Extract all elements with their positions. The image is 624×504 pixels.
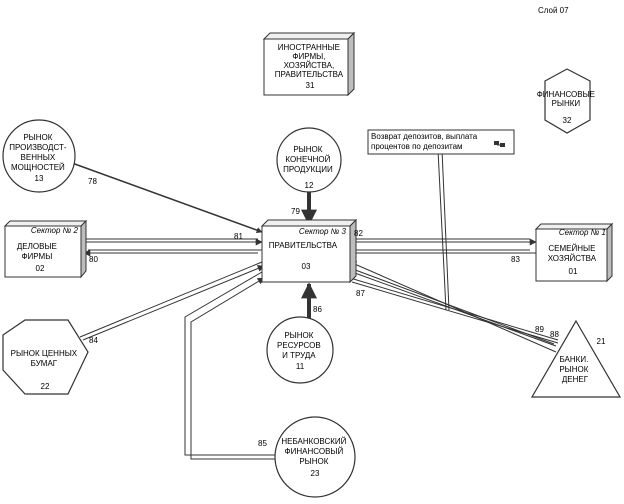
link-icon [494, 141, 505, 147]
flow-label-83: 83 [511, 255, 520, 264]
svg-text:Сектор № 3: Сектор № 3 [299, 227, 347, 236]
node-government: Сектор № 3 ПРАВИТЕЛЬСТВА 03 [260, 218, 358, 284]
svg-text:ФИНАНСОВЫЕ РЫНКИ 3: ФИНАНСОВЫЕ РЫНКИ 32 [537, 90, 598, 125]
foreign-label: ИНОСТРАННЫЕ ФИРМЫ, ХОЗЯЙСТВА, ПРАВИТЕЛЬС… [275, 43, 346, 90]
node-capacity-market: РЫНОК ПРОИЗВОДСТ- ВЕННЫХ МОЩНОСТЕЙ 13 [2, 119, 76, 193]
flow-label-80: 80 [89, 255, 98, 264]
layer-label: Слой 07 [538, 6, 569, 15]
flow-arrow-85-a [184, 271, 290, 456]
node-final-product-market: РЫНОК КОНЕЧНОЙ ПРОДУКЦИИ 12 [276, 127, 342, 193]
svg-text:РЫНОК КОНЕЧНОЙ ПРО: РЫНОК КОНЕЧНОЙ ПРОДУКЦИИ 12 [283, 145, 335, 190]
node-foreign-firms: ИНОСТРАННЫЕ ФИРМЫ, ХОЗЯЙСТВА, ПРАВИТЕЛЬС… [262, 31, 356, 97]
flow-labels: 78 79 81 80 82 83 84 86 87 89 88 85 [88, 177, 559, 448]
svg-text:СЕМЕЙНЫЕ ХОЗЯЙСТВА: СЕМЕЙНЫЕ ХОЗЯЙСТВА 01 [548, 244, 599, 276]
node-securities-market: РЫНОК ЦЕННЫХ БУМАГ 22 [2, 319, 89, 395]
flow-lines [71, 149, 559, 460]
svg-text:Сектор № 1: Сектор № 1 [559, 228, 606, 237]
flow-label-86: 86 [313, 305, 322, 314]
svg-text:РЫНОК ПРОИЗВОДСТ-: РЫНОК ПРОИЗВОДСТ- ВЕННЫХ МОЩНОСТЕЙ 13 [9, 133, 69, 183]
flow-arrow-78 [71, 162, 263, 233]
node-banks-money-market: 21 БАНКИ. РЫНОК ДЕНЕГ [530, 319, 622, 398]
node-nonbank-financial-market: НЕБАНКОВСКИЙ ФИНАНСОВЫЙ РЫНОК 23 [274, 416, 356, 498]
node-business-firms: Сектор № 2 ДЕЛОВЫЕ ФИРМЫ 02 [3, 219, 88, 279]
flow-label-89: 89 [535, 325, 544, 334]
flow-arrow-84-a [79, 261, 263, 338]
svg-text:БАНКИ. РЫНОК ДЕНЕГ: БАНКИ. РЫНОК ДЕНЕГ [559, 355, 590, 384]
flow-label-81: 81 [234, 232, 243, 241]
flow-arrow-84-b [82, 265, 265, 341]
node-resources-labor-market: РЫНОК РЕСУРСОВ И ТРУДА 11 [266, 316, 334, 384]
svg-text:РЫНОК ЦЕННЫХ БУМАГ: РЫНОК ЦЕННЫХ БУМАГ 22 [11, 349, 80, 391]
node-financial-markets: ФИНАНСОВЫЕ РЫНКИ 32 [537, 68, 598, 134]
svg-text:Сектор № 2: Сектор № 2 [31, 226, 79, 235]
svg-text:ДЕЛОВЫЕ ФИРМЫ 02: ДЕЛОВЫЕ ФИРМЫ 02 [17, 242, 59, 273]
flow-label-78: 78 [88, 177, 97, 186]
svg-text:РЫНОК РЕСУРСОВ И Т: РЫНОК РЕСУРСОВ И ТРУДА 11 [277, 331, 323, 371]
callout-box: Возврат депозитов, выплата процентов по … [367, 129, 515, 155]
svg-text:НЕБАНКОВСКИЙ ФИНАНСОВЫЙ: НЕБАНКОВСКИЙ ФИНАНСОВЫЙ РЫНОК 23 [281, 437, 348, 478]
callout-pointer-b [441, 149, 450, 311]
flow-label-79: 79 [291, 207, 300, 216]
flow-label-88: 88 [550, 330, 559, 339]
svg-text:21: 21 [597, 337, 606, 346]
callout-pointer-a [437, 149, 447, 311]
flow-arrow-85-b [190, 277, 290, 460]
flow-label-84: 84 [89, 336, 98, 345]
flow-label-87: 87 [356, 289, 365, 298]
node-households: Сектор № 1 СЕМЕЙНЫЕ ХОЗЯЙСТВА 01 [534, 222, 614, 283]
flow-label-82: 82 [354, 229, 363, 238]
flow-arrow-88-a [349, 277, 559, 341]
flow-label-85: 85 [258, 439, 267, 448]
svg-text:ПРАВИТЕЛЬСТВА 03: ПРАВИТЕЛЬСТВА 03 [269, 241, 340, 271]
flow-arrow-88-b [351, 281, 559, 344]
flow-arrow-87 [349, 261, 557, 353]
callout-text: Возврат депозитов, выплата процентов по … [371, 132, 479, 151]
